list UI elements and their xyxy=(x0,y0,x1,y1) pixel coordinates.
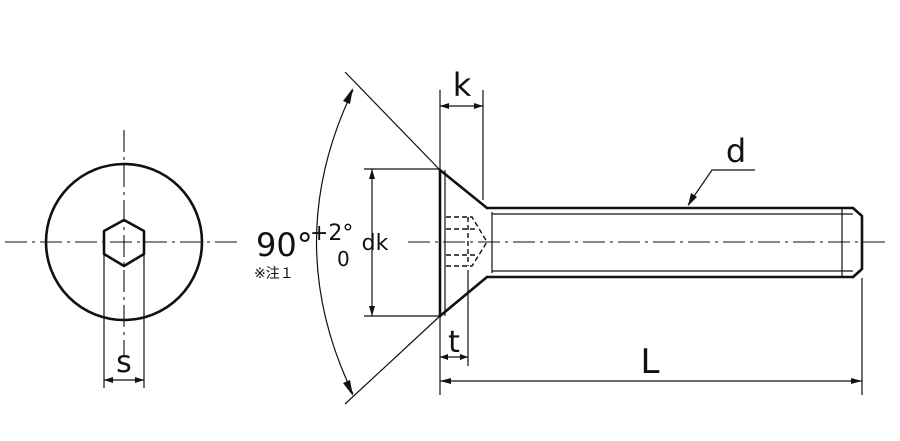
hidden-socket-top xyxy=(446,216,488,243)
s-label: s xyxy=(116,345,132,380)
head-taper-top xyxy=(438,168,489,210)
dk-label: dk xyxy=(362,231,389,256)
note-label: ※注１ xyxy=(254,266,294,282)
angle-tolerance-zero: 0 xyxy=(337,247,350,271)
dk-arrow-top xyxy=(369,169,375,179)
angle-arrow-bottom xyxy=(343,380,353,396)
t-arrow-right xyxy=(460,354,468,360)
head-taper-bottom xyxy=(438,275,489,318)
L-arrow-left xyxy=(440,378,451,384)
angle-tolerance-plus: +2° xyxy=(310,221,353,246)
angle-extension-top xyxy=(344,71,441,171)
t-arrow-left xyxy=(440,354,448,360)
d-label: d xyxy=(726,132,746,170)
k-arrow-right xyxy=(474,103,483,109)
d-leader-line xyxy=(687,169,755,206)
k-arrow-left xyxy=(440,103,449,109)
angle-label: 90° xyxy=(256,226,313,264)
hex-socket xyxy=(102,218,146,268)
angle-extension-bottom xyxy=(344,315,441,405)
t-label: t xyxy=(448,325,460,360)
dk-arrow-bottom xyxy=(369,306,375,316)
side-view xyxy=(316,71,890,405)
hidden-socket-bottom xyxy=(446,241,488,267)
end-view: s xyxy=(5,130,240,388)
k-label: k xyxy=(453,66,472,104)
d-leader-arrow xyxy=(688,193,697,206)
head-outline-circle xyxy=(44,162,204,322)
L-arrow-right xyxy=(851,378,862,384)
shank-chamfered-end xyxy=(851,206,864,279)
s-arrow-right xyxy=(135,377,144,383)
s-arrow-left xyxy=(104,377,113,383)
L-label: L xyxy=(641,342,660,382)
angle-arc xyxy=(316,89,354,395)
angle-arrow-top xyxy=(343,88,353,104)
